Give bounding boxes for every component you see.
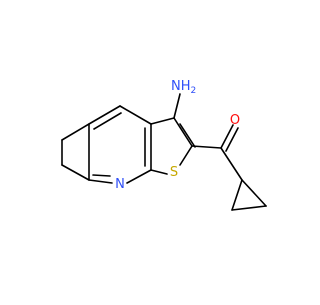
bond [119, 105, 152, 125]
nitrogen-label: N [115, 177, 125, 192]
structure-canvas: NH2 O N S [61, 79, 267, 211]
bond [179, 145, 193, 166]
molecule-diagram: NH2 O N S [61, 79, 267, 211]
bond [61, 164, 90, 181]
bond [231, 205, 267, 211]
bond [92, 174, 111, 177]
bond [88, 179, 113, 184]
sulfur-label: S [170, 165, 178, 180]
bond [225, 127, 239, 152]
bond [88, 105, 121, 125]
oxygen-label: O [230, 113, 240, 128]
amine-label: NH2 [171, 79, 196, 96]
bond [231, 179, 243, 211]
bond [126, 169, 152, 184]
bond [173, 93, 181, 119]
bond [150, 169, 168, 175]
bond [150, 117, 175, 125]
bond [191, 145, 222, 149]
bond [220, 147, 243, 181]
bond [179, 123, 196, 148]
bond [220, 124, 234, 149]
bond [93, 112, 122, 130]
bond [61, 123, 90, 141]
bond [241, 179, 267, 207]
bond [173, 117, 193, 147]
